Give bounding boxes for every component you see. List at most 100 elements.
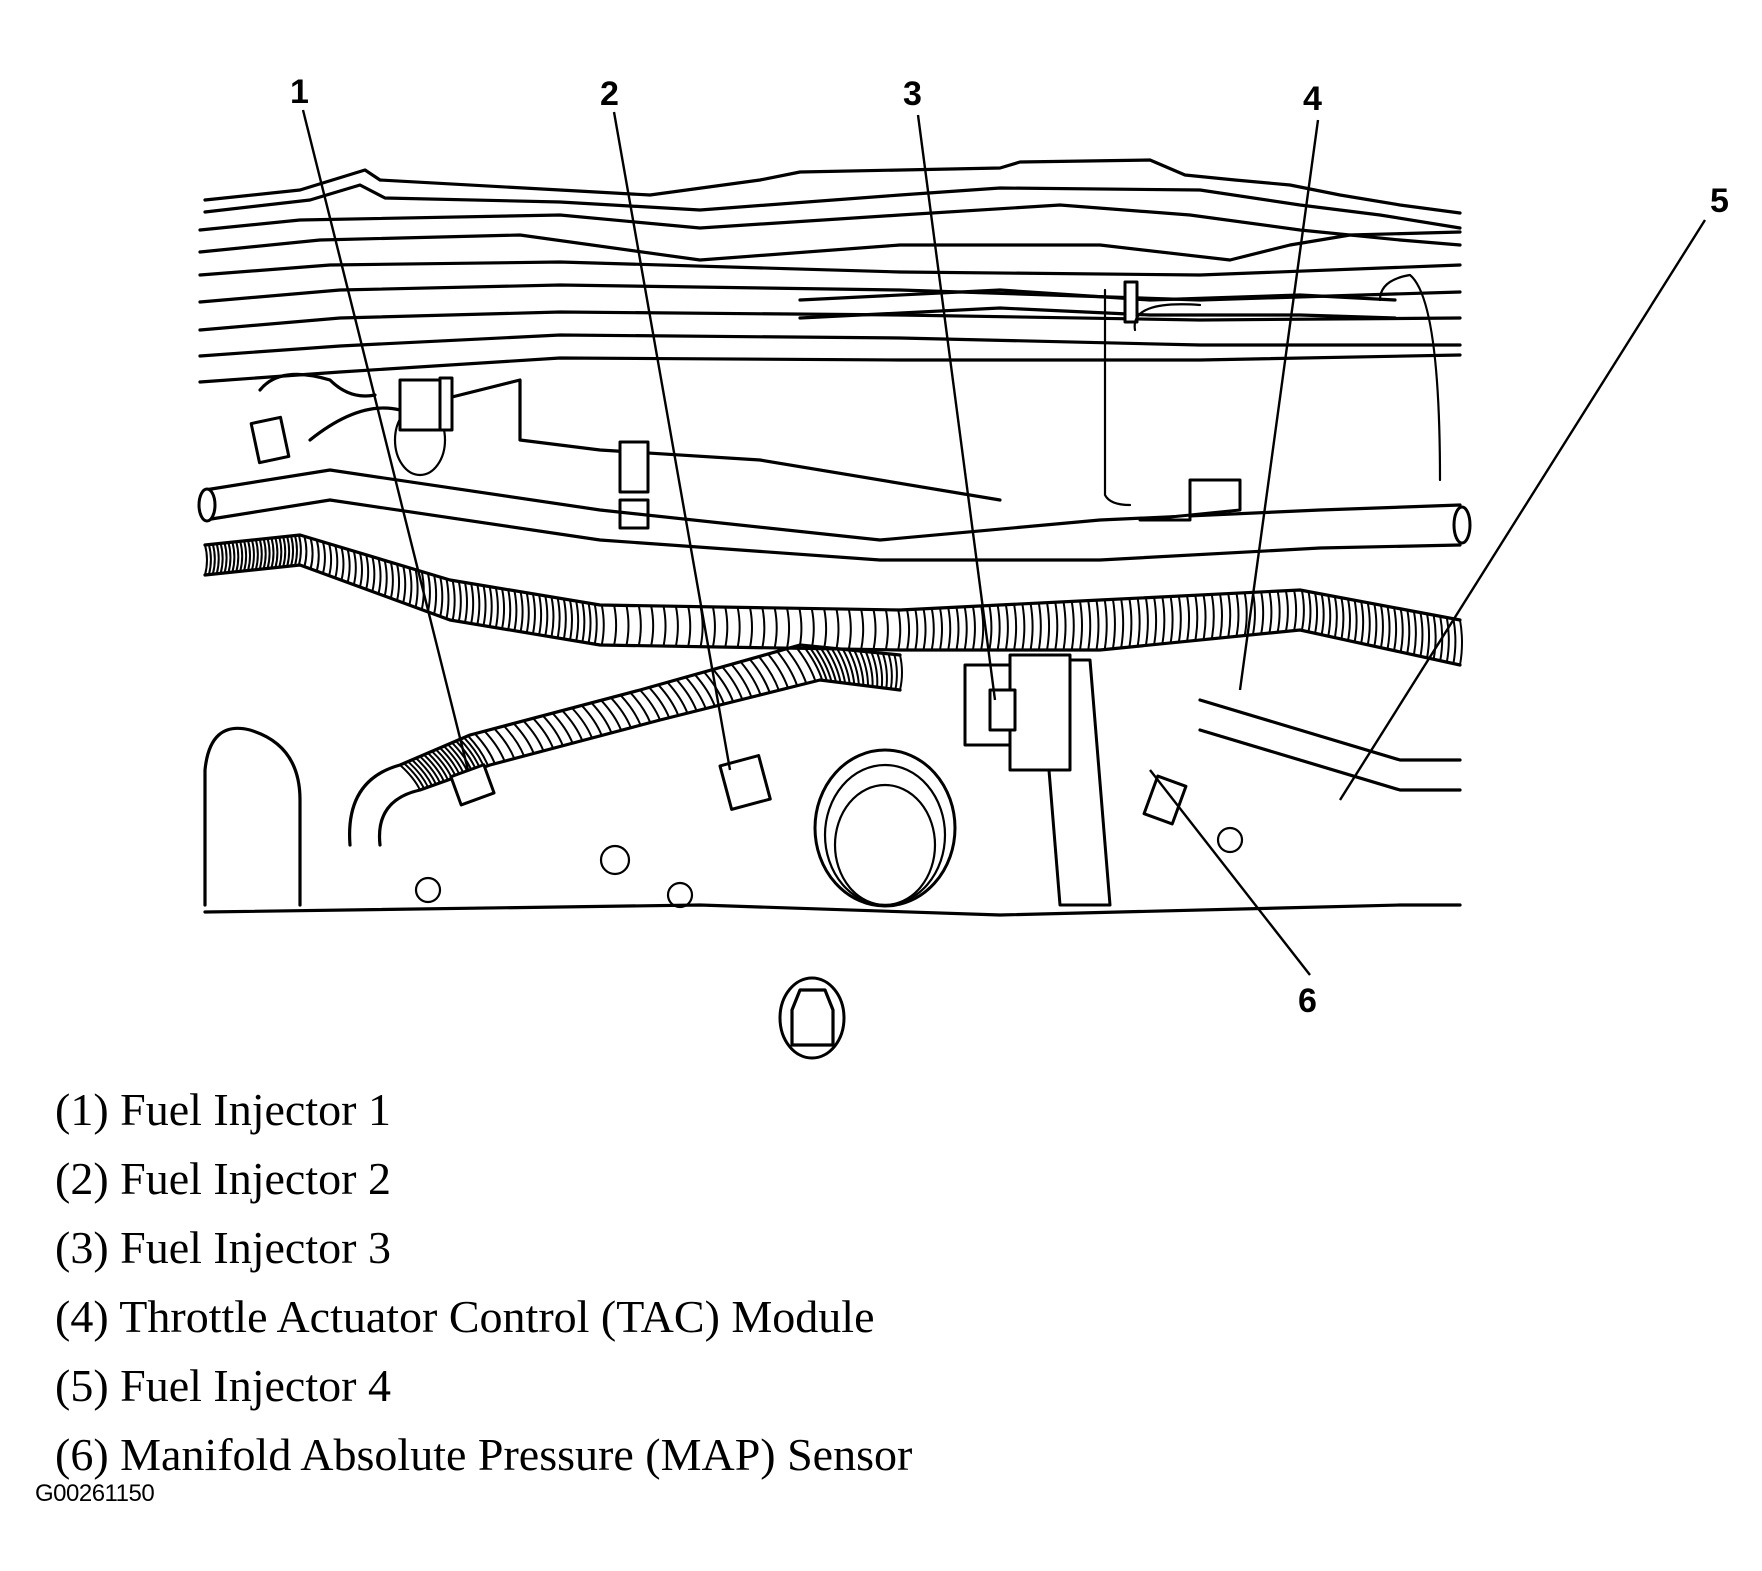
harness-rib [914, 609, 919, 651]
harness-rib [321, 541, 326, 574]
harness-rib [593, 603, 598, 645]
harness-rib [1111, 599, 1116, 649]
harness-rib [1445, 617, 1450, 663]
harness-rib [988, 605, 993, 651]
harness-rib [1293, 590, 1298, 631]
legend-item-6: (6) Manifold Absolute Pressure (MAP) Sen… [55, 1429, 913, 1480]
harness-rib [1004, 604, 1009, 651]
harness-rib [488, 586, 493, 627]
harness-rib [899, 654, 903, 691]
harness-rib [439, 576, 444, 617]
harness-rib [1276, 590, 1281, 633]
harness-rib [980, 605, 985, 651]
harness-rib [464, 582, 468, 623]
harness-rib [286, 536, 291, 567]
harness-rib [414, 569, 419, 608]
harness-rib [955, 606, 960, 651]
harness-rib [749, 607, 753, 648]
harness-rib [482, 585, 487, 626]
harness-rib [794, 645, 817, 682]
callout-leader-1 [301, 109, 470, 771]
harness-rib [207, 544, 212, 575]
harness-rib [266, 538, 271, 569]
harness-rib [639, 689, 661, 721]
harness-rib [1412, 611, 1417, 656]
harness-rib [870, 651, 879, 688]
harness-rib [736, 607, 741, 648]
harness-rib [512, 722, 535, 754]
harness-rib [457, 581, 462, 622]
harness-rib [824, 647, 842, 683]
legend-item-4: (4) Throttle Actuator Control (TAC) Modu… [55, 1291, 875, 1342]
harness-rib [1300, 590, 1305, 631]
harness-rib [507, 589, 512, 630]
harness-rib [610, 697, 632, 729]
harness-rib [587, 602, 592, 644]
harness-rib [721, 666, 744, 700]
harness-rib [239, 541, 244, 572]
harness-rib [758, 655, 780, 691]
harness-rib [1070, 601, 1075, 651]
callout-number-2: 2 [600, 75, 619, 113]
harness-rib [522, 720, 545, 752]
harness-rib [243, 540, 248, 572]
harness-rib [1095, 600, 1100, 651]
harness-rib [561, 709, 584, 741]
harness-rib [371, 556, 376, 592]
harness-rib [1353, 600, 1358, 643]
harness-rib [346, 549, 351, 583]
harness-rib [813, 645, 833, 682]
harness-rib [1452, 618, 1457, 664]
harness-rib [807, 645, 828, 682]
harness-rib [1366, 602, 1371, 646]
harness-rib [1235, 592, 1240, 637]
harness-rib [906, 609, 911, 651]
harness-rib [1307, 591, 1312, 633]
harness-rib [254, 539, 259, 570]
harness-rib [836, 648, 851, 684]
harness-rib [684, 676, 707, 709]
callout-leader-2 [612, 111, 732, 771]
harness-rib [1087, 600, 1092, 651]
harness-rib [423, 753, 445, 782]
harness-rib [893, 654, 898, 690]
harness-rib [884, 609, 889, 650]
harness-rib [544, 595, 549, 637]
harness-rib [963, 606, 968, 651]
harness-rib [211, 543, 216, 575]
harness-rib [470, 583, 475, 624]
harness-rib [810, 608, 815, 649]
harness-rib [483, 730, 506, 762]
harness-rib [581, 601, 586, 643]
harness-rib [930, 608, 935, 651]
harness-rib [1079, 600, 1083, 651]
harness-rib [860, 609, 865, 650]
harness-rib [562, 598, 567, 640]
harness-rib [556, 597, 561, 639]
harness-rib [219, 543, 224, 574]
harness-rib [334, 545, 339, 579]
harness-rib [258, 538, 263, 570]
harness-rib [657, 684, 680, 716]
harness-rib [881, 652, 888, 689]
harness-rib [1210, 594, 1215, 640]
legend-item-2: (2) Fuel Injector 2 [55, 1153, 391, 1204]
harness-rib [204, 544, 208, 576]
harness-rib [297, 534, 302, 566]
hex-nut [778, 976, 846, 1060]
legend-item-3: (3) Fuel Injector 3 [55, 1222, 391, 1273]
harness-rib [590, 702, 613, 734]
harness-rib [433, 575, 438, 615]
harness-rib [1144, 597, 1149, 646]
harness-rib [411, 759, 433, 787]
harness-rib [786, 607, 791, 649]
harness-rib [1419, 612, 1424, 657]
harness-rib [1046, 602, 1051, 651]
harness-rib [1243, 592, 1248, 636]
harness-rib [1432, 614, 1437, 660]
harness-rib [235, 541, 240, 572]
harness-rib [830, 647, 847, 684]
harness-rib [1013, 604, 1018, 651]
harness-rib [551, 712, 574, 744]
callouts: 1 2 3 4 5 6 [290, 73, 1729, 1020]
